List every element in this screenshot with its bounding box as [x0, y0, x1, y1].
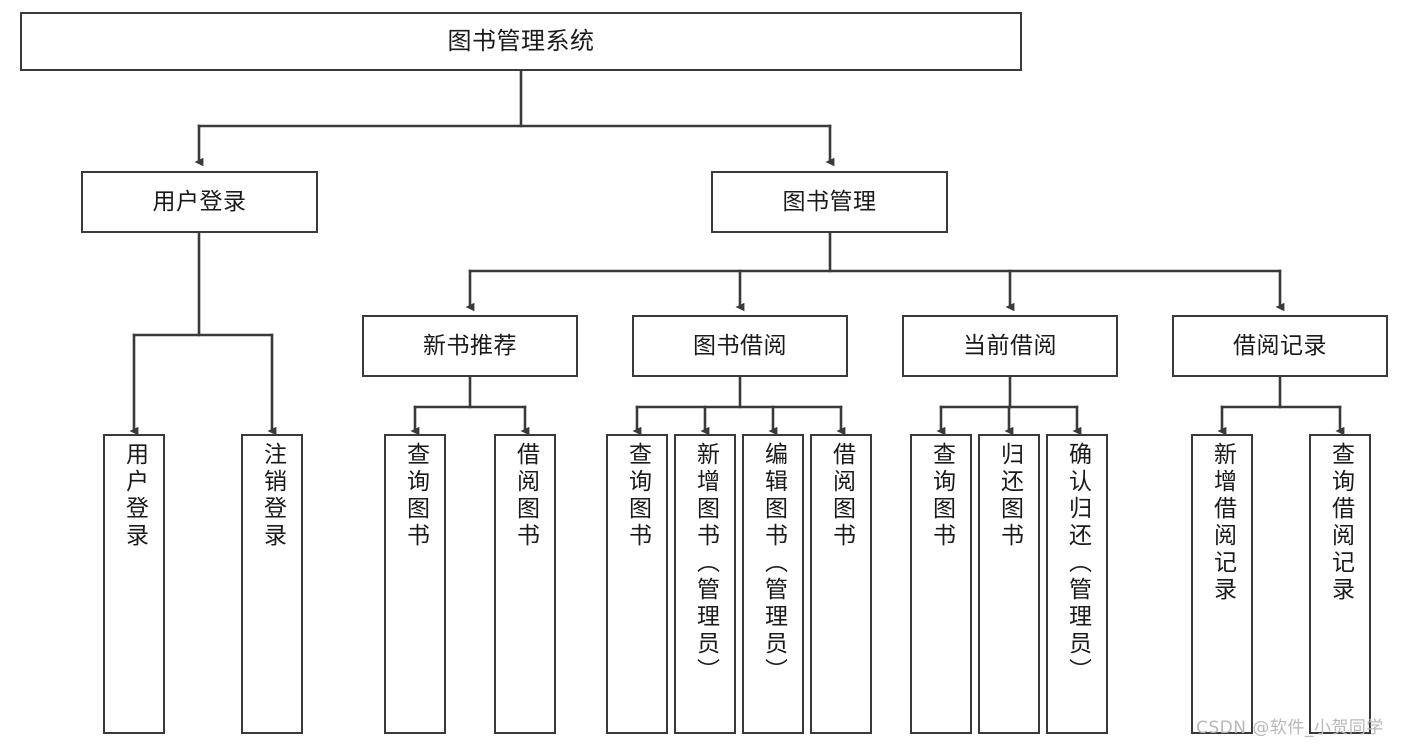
- node-borrow-record[interactable]: 借阅记录: [1172, 315, 1388, 377]
- node-leaf-confirm-return-admin[interactable]: 确认归还（管理员）: [1046, 434, 1108, 734]
- node-book-borrow[interactable]: 图书借阅: [632, 315, 848, 377]
- node-label: 图书管理系统: [447, 26, 595, 55]
- node-root-book-management-system[interactable]: 图书管理系统: [20, 12, 1022, 71]
- node-leaf-logout[interactable]: 注销登录: [241, 434, 303, 734]
- node-book-management[interactable]: 图书管理: [711, 171, 948, 233]
- node-label: 注销登录: [259, 442, 286, 550]
- node-label: 图书管理: [782, 188, 877, 215]
- node-current-borrow[interactable]: 当前借阅: [902, 315, 1118, 377]
- node-label: 借阅图书: [828, 442, 855, 550]
- node-label: 用户登录: [152, 188, 247, 215]
- node-leaf-add-borrow-record[interactable]: 新增借阅记录: [1191, 434, 1253, 734]
- node-leaf-edit-book-admin[interactable]: 编辑图书（管理员）: [742, 434, 804, 734]
- node-label: 图书借阅: [693, 332, 787, 359]
- node-user-login[interactable]: 用户登录: [81, 171, 318, 233]
- node-leaf-borrow-book-recommend[interactable]: 借阅图书: [494, 434, 556, 734]
- node-label: 确认归还（管理员）: [1064, 442, 1091, 685]
- node-label: 查询图书: [928, 442, 955, 550]
- node-label: 新增借阅记录: [1209, 442, 1236, 604]
- node-new-book-recommend[interactable]: 新书推荐: [362, 315, 578, 377]
- node-label: 查询借阅记录: [1327, 442, 1354, 604]
- node-leaf-borrow-book[interactable]: 借阅图书: [810, 434, 872, 734]
- node-label: 查询图书: [402, 442, 429, 550]
- node-label: 编辑图书（管理员）: [760, 442, 787, 685]
- node-leaf-user-login[interactable]: 用户登录: [103, 434, 165, 734]
- node-leaf-query-book-current[interactable]: 查询图书: [910, 434, 972, 734]
- node-label: 用户登录: [121, 442, 148, 550]
- node-leaf-query-book-recommend[interactable]: 查询图书: [384, 434, 446, 734]
- node-label: 查询图书: [624, 442, 651, 550]
- node-label: 借阅图书: [512, 442, 539, 550]
- node-label: 归还图书: [996, 442, 1023, 550]
- node-leaf-add-book-admin[interactable]: 新增图书（管理员）: [674, 434, 736, 734]
- node-label: 新增图书（管理员）: [692, 442, 719, 685]
- node-label: 借阅记录: [1233, 332, 1327, 359]
- node-label: 新书推荐: [423, 332, 517, 359]
- node-leaf-query-borrow-record[interactable]: 查询借阅记录: [1309, 434, 1371, 734]
- watermark-csdn: CSDN @软件_小贺同学: [1196, 718, 1384, 738]
- node-leaf-query-book-borrow[interactable]: 查询图书: [606, 434, 668, 734]
- node-label: 当前借阅: [963, 332, 1057, 359]
- node-leaf-return-book[interactable]: 归还图书: [978, 434, 1040, 734]
